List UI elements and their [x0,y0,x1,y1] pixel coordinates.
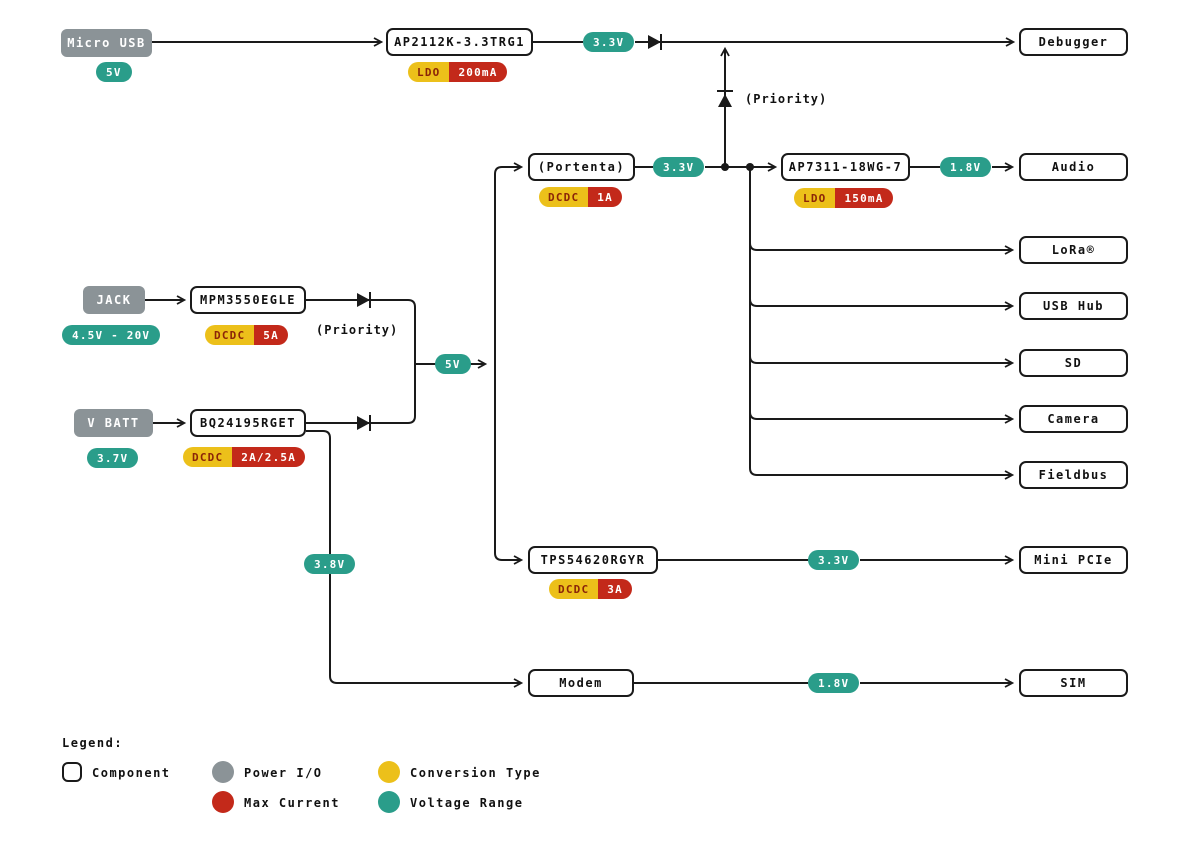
diode-icons [357,34,754,431]
voltage-pill-3v3-portenta: 3.3V [653,157,705,177]
component-tps54620: TPS54620RGYR [528,546,658,574]
max-current: 150mA [835,188,893,208]
legend-max-current-dot [212,791,234,813]
sink-sim: SIM [1019,669,1128,697]
max-current: 3A [598,579,632,599]
conversion-type: DCDC [183,447,233,467]
component-ap2112k: AP2112K-3.3TRG1 [386,28,533,56]
conversion-type: LDO [794,188,836,208]
diode-icon [357,416,370,430]
sink-audio: Audio [1019,153,1128,181]
max-current: 2A/2.5A [232,447,306,467]
legend-power-io-dot [212,761,234,783]
voltage-pill-vbatt: 3.7V [87,448,139,468]
priority-note-jack: (Priority) [316,323,399,337]
legend-conversion-label: Conversion Type [410,766,541,780]
voltage-pill-micro-usb: 5V [96,62,132,82]
component-ap7311: AP7311-18WG-7 [781,153,910,181]
legend-component-swatch [62,762,82,782]
conversion-type: DCDC [539,187,589,207]
sink-camera: Camera [1019,405,1128,433]
diode-icon [357,293,370,307]
conversion-type: LDO [408,62,450,82]
sink-sd: SD [1019,349,1128,377]
voltage-pill-3v3-debugger: 3.3V [583,32,635,52]
source-jack: JACK [83,286,145,314]
legend-conversion-dot [378,761,400,783]
priority-note-usb: (Priority) [745,92,828,106]
legend-voltage-range-dot [378,791,400,813]
voltage-pill-5v-node: 5V [435,354,471,374]
sink-fieldbus: Fieldbus [1019,461,1128,489]
diode-icon [648,35,661,49]
component-bq24195: BQ24195RGET [190,409,306,437]
legend-title: Legend: [62,736,124,750]
voltage-pill-1v8-sim: 1.8V [808,673,860,693]
voltage-pill-3v8-modem: 3.8V [304,554,356,574]
voltage-pill-1v8-audio: 1.8V [940,157,992,177]
component-mpm3550: MPM3550EGLE [190,286,306,314]
junction-dot [721,163,729,171]
component-portenta: (Portenta) [528,153,635,181]
diode-icon [718,94,732,107]
conversion-type: DCDC [549,579,599,599]
junction-dot [746,163,754,171]
sink-usb-hub: USB Hub [1019,292,1128,320]
component-modem: Modem [528,669,634,697]
sink-mini-pcie: Mini PCIe [1019,546,1128,574]
legend-component-label: Component [92,766,171,780]
source-micro-usb: Micro USB [61,29,152,57]
legend-power-io-label: Power I/O [244,766,323,780]
legend-voltage-range-label: Voltage Range [410,796,524,810]
max-current: 5A [254,325,288,345]
max-current: 1A [588,187,622,207]
sink-debugger: Debugger [1019,28,1128,56]
conversion-type: DCDC [205,325,255,345]
max-current: 200mA [449,62,507,82]
sink-lora: LoRa® [1019,236,1128,264]
wire-paths [145,37,1016,688]
voltage-pill-jack: 4.5V - 20V [62,325,161,345]
legend-max-current-label: Max Current [244,796,340,810]
voltage-pill-3v3-pcie: 3.3V [808,550,860,570]
source-vbatt: V BATT [74,409,153,437]
